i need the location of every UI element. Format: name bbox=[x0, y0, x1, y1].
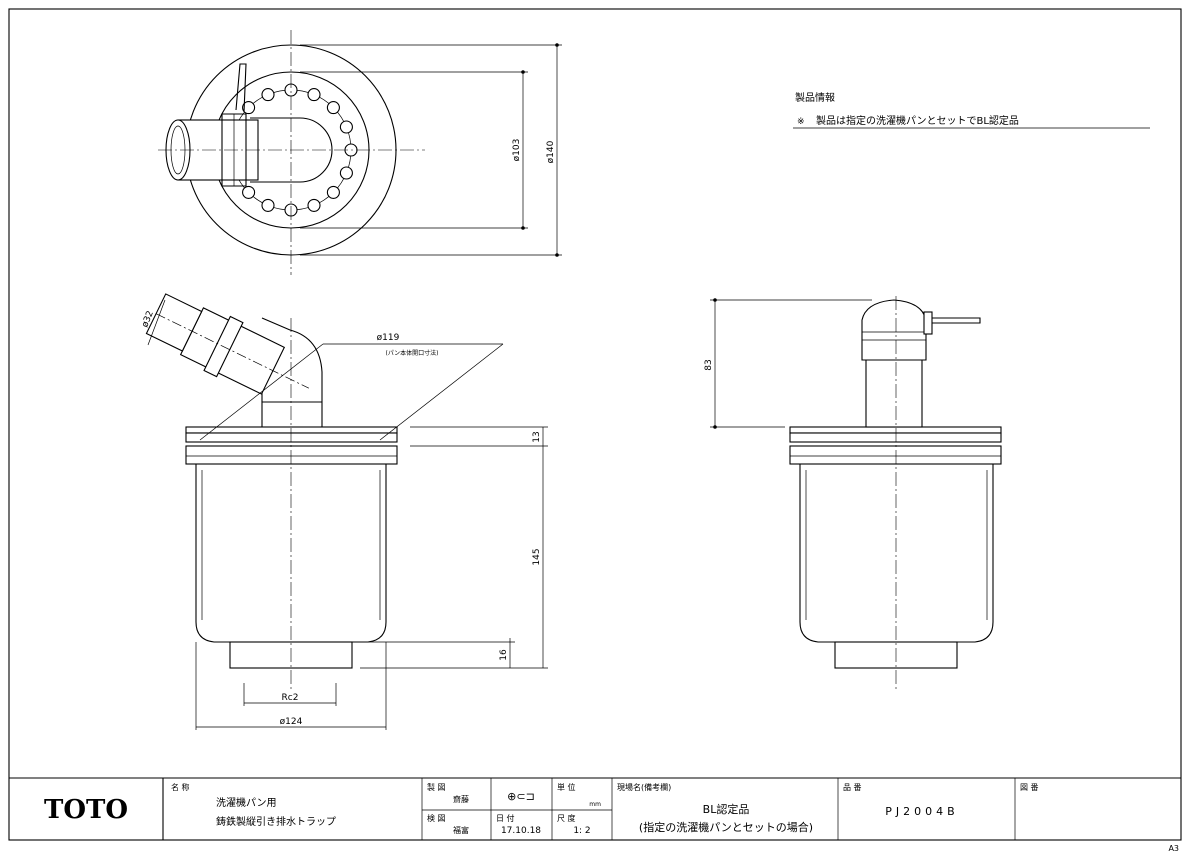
product-name-line1: 洗濯機パン用 bbox=[216, 796, 277, 809]
date-value: 17.10.18 bbox=[501, 826, 541, 836]
checked-label: 検 図 bbox=[427, 813, 446, 823]
scale-label: 尺 度 bbox=[557, 813, 576, 823]
product-info-note-mark: ※ bbox=[797, 117, 805, 127]
drawing-number-label: 図 番 bbox=[1020, 782, 1039, 792]
d119-leader-right bbox=[379, 343, 504, 441]
bolt-hole bbox=[261, 198, 275, 212]
d119-note: (パン本体開口寸法) bbox=[386, 349, 439, 357]
site-line1: BL認定品 bbox=[703, 802, 750, 816]
clamp-lever bbox=[235, 63, 247, 113]
drawn-by: 齋藤 bbox=[453, 794, 469, 804]
site-line2: (指定の洗濯機パンとセットの場合) bbox=[639, 820, 813, 834]
side-clamp-lever bbox=[932, 317, 981, 324]
middle-flange bbox=[185, 432, 398, 443]
product-name-line2: 鋳鉄製縦引き排水トラップ bbox=[216, 815, 336, 828]
bolt-hole bbox=[339, 120, 353, 134]
d119-leader-left bbox=[199, 343, 324, 441]
front-view: ø119 (パン本体開口寸法) ø32 13 145 16 Rc2 ø124 bbox=[140, 293, 548, 730]
product-info-heading: 製品情報 bbox=[795, 91, 835, 104]
product-info: 製品情報 ※ 製品は指定の洗濯機パンとセットでBL認定品 bbox=[793, 91, 1150, 129]
d119-label: ø119 bbox=[377, 333, 400, 343]
side-lower-flange bbox=[789, 445, 1002, 465]
bolt-hole bbox=[242, 185, 256, 199]
bolt-hole bbox=[326, 185, 340, 199]
date-label: 日 付 bbox=[496, 813, 515, 823]
bolt-hole bbox=[242, 101, 256, 115]
bolt-hole bbox=[326, 101, 340, 115]
title-block: TOTO 名 称 洗濯機パン用 鋳鉄製縦引き排水トラップ 製 図 齋藤 検 図 … bbox=[9, 777, 1181, 853]
bolt-hole bbox=[261, 88, 275, 102]
upper-flange bbox=[185, 426, 398, 434]
unit-value: mm bbox=[589, 801, 601, 808]
h83-label: 83 bbox=[704, 359, 714, 370]
part-number: PJ2004B bbox=[885, 805, 958, 818]
side-upper-flange bbox=[789, 426, 1002, 434]
product-info-note: 製品は指定の洗濯機パンとセットでBL認定品 bbox=[816, 114, 1019, 127]
side-trap-body bbox=[799, 463, 994, 643]
outlet-oval bbox=[250, 117, 333, 183]
toto-logo: TOTO bbox=[44, 795, 128, 825]
sheet-size: A3 bbox=[1168, 844, 1179, 853]
part-number-label: 品 番 bbox=[843, 782, 862, 792]
pipe-band bbox=[221, 113, 247, 187]
checked-by: 福富 bbox=[453, 825, 469, 835]
rc2-label: Rc2 bbox=[282, 693, 299, 703]
side-view: 83 bbox=[704, 296, 1002, 690]
elbow-pipe bbox=[261, 317, 323, 427]
name-label: 名 称 bbox=[171, 782, 190, 792]
bolt-hole bbox=[307, 198, 321, 212]
bolt-hole bbox=[307, 88, 321, 102]
drawing-frame bbox=[8, 8, 1182, 841]
h16-label: 16 bbox=[499, 649, 509, 661]
d103-label: ø103 bbox=[512, 139, 522, 162]
d124-label: ø124 bbox=[280, 717, 303, 727]
side-clamp bbox=[923, 311, 933, 335]
d140-label: ø140 bbox=[546, 140, 556, 163]
h13-label: 13 bbox=[532, 431, 542, 442]
h145-label: 145 bbox=[532, 548, 542, 565]
side-middle-flange bbox=[789, 432, 1002, 443]
top-view: ø140 ø103 bbox=[158, 30, 562, 275]
drawn-label: 製 図 bbox=[427, 782, 446, 792]
site-label: 現場名(備考欄) bbox=[617, 782, 671, 792]
bolt-hole bbox=[339, 166, 353, 180]
scale-value: 1: 2 bbox=[573, 826, 590, 836]
lower-flange bbox=[185, 445, 398, 465]
unit-label: 単 位 bbox=[557, 782, 576, 792]
projection-symbol: ⊕⊂⊐ bbox=[507, 790, 535, 803]
side-pipe-elbow-top bbox=[861, 299, 927, 361]
